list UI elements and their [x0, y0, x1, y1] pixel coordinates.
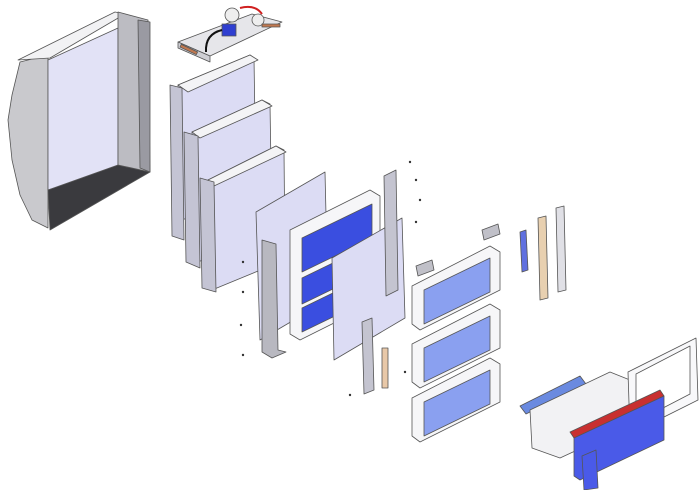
- screw: [239, 323, 243, 327]
- housing-2-endplate: [183, 131, 201, 269]
- screw: [414, 220, 418, 224]
- screw: [414, 178, 418, 182]
- screw: [348, 393, 352, 397]
- enclosure: [7, 11, 151, 231]
- cell-stack-assembly: [519, 337, 699, 490]
- screw: [408, 160, 412, 164]
- bms-red-cable: [239, 5, 263, 15]
- enclosure-flange: [137, 19, 151, 173]
- housing-3-endplate: [199, 177, 217, 293]
- left-bracket: [261, 239, 287, 359]
- screw: [241, 260, 245, 264]
- screw: [403, 370, 407, 374]
- small-module-2: [411, 303, 501, 389]
- housing-1-top: [177, 54, 259, 93]
- clip: [415, 259, 435, 277]
- small-module-3: [411, 357, 501, 443]
- enclosure-side-curved: [7, 54, 49, 229]
- bms-cable: [204, 29, 223, 53]
- small-cell-modules: [411, 245, 501, 443]
- screw: [418, 198, 422, 202]
- contactor: [251, 13, 265, 27]
- housing-1-endplate: [169, 84, 185, 241]
- right-bracket: [383, 169, 399, 297]
- small-module-1: [411, 245, 501, 331]
- small-module-cells: [423, 369, 491, 437]
- rail-bracket: [555, 205, 567, 293]
- small-bracket: [361, 317, 375, 395]
- copper-strip: [381, 347, 389, 389]
- copper-busbar: [261, 23, 281, 28]
- screws: [239, 160, 422, 397]
- screw: [241, 290, 245, 294]
- contactor: [224, 7, 240, 23]
- bms-fuse-blue: [221, 23, 237, 37]
- module-housings: [169, 54, 287, 293]
- small-module-cells: [423, 315, 491, 383]
- clip: [481, 223, 501, 241]
- single-cell: [581, 449, 599, 490]
- strip-bracket: [537, 215, 549, 301]
- bms-board: [177, 5, 283, 63]
- copper-busbar: [179, 43, 198, 56]
- screw: [241, 353, 245, 357]
- blue-spacer: [519, 229, 529, 273]
- small-module-cells: [423, 257, 491, 325]
